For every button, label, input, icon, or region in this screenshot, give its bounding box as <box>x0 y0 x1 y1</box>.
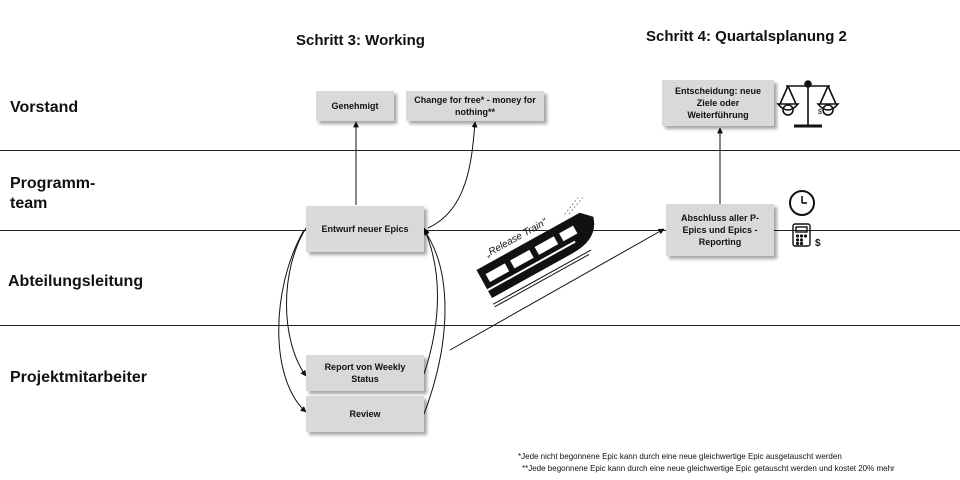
arrow-entwurf-review <box>278 229 307 413</box>
box-change-for-free[interactable]: Change for free* - money for nothing** <box>406 91 544 121</box>
lane-label-programm-line2: team <box>10 195 48 212</box>
dollar-symbol: $ <box>818 109 822 116</box>
lane-divider <box>0 150 960 151</box>
arrow-review-entwurf <box>423 229 446 415</box>
box-genehmigt[interactable]: Genehmigt <box>316 91 394 121</box>
lane-divider <box>0 230 960 231</box>
box-entscheidung[interactable]: Entscheidung: neue Ziele oder Weiterführ… <box>662 80 774 126</box>
footnote-1: *Jede nicht begonnene Epic kann durch ei… <box>518 452 842 461</box>
arrow-entwurf-report <box>286 227 307 377</box>
step4-title: Schritt 4: Quartalsplanung 2 <box>646 28 847 45</box>
lane-label-programm-line1: Programm- <box>10 175 96 192</box>
calculator-icon <box>792 223 811 247</box>
clock-icon <box>789 190 815 216</box>
box-report-weekly-status[interactable]: Report von Weekly Status <box>306 355 424 391</box>
arrow-entwurf-change <box>427 121 478 229</box>
scale-icon <box>776 80 840 128</box>
box-review[interactable]: Review <box>306 396 424 432</box>
arrow-report-entwurf <box>423 227 438 375</box>
lane-divider <box>0 325 960 326</box>
lane-label-programmteam: Programm- team <box>10 174 95 214</box>
lane-label-abteilungsleitung: Abteilungsleitung <box>8 273 144 290</box>
box-entwurf-neuer-epics[interactable]: Entwurf neuer Epics <box>306 206 424 252</box>
train-icon <box>476 197 595 308</box>
footnote-2: **Jede begonnene Epic kann durch eine ne… <box>522 464 895 473</box>
lane-label-projektmitarbeiter: Projektmitarbeiter <box>10 369 147 386</box>
lane-label-vorstand: Vorstand <box>10 99 79 116</box>
step3-title: Schritt 3: Working <box>296 32 425 49</box>
calculator-dollar: $ <box>815 238 821 249</box>
arrow-release-train <box>449 228 665 351</box>
box-abschluss-reporting[interactable]: Abschluss aller P-Epics und Epics - Repo… <box>666 204 774 256</box>
